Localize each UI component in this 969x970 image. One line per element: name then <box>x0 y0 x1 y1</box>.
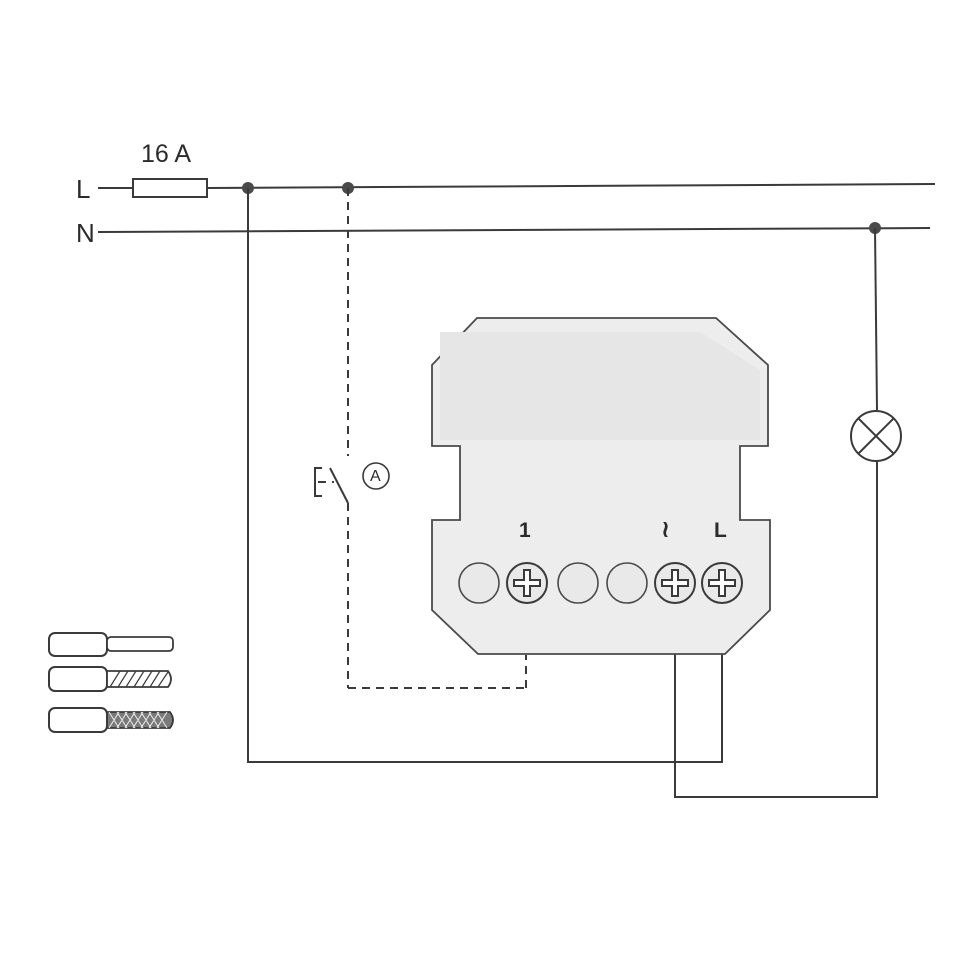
terminal-1-label: 1 <box>519 519 531 542</box>
fuse-rating-label: 16 A <box>141 140 192 168</box>
screw-terminal-1-icon <box>506 562 548 604</box>
screw-terminal-l-icon <box>701 562 743 604</box>
terminal-l-label: L <box>714 519 727 542</box>
pushbutton-marker-circle <box>362 462 390 490</box>
screw-terminal-dimmer-icon <box>654 562 696 604</box>
phase-line-label: L <box>76 174 91 204</box>
lamp-return-wire <box>674 461 878 798</box>
terminal-empty-3 <box>606 562 648 604</box>
phase-line <box>98 183 936 189</box>
stranded-wire-icon <box>48 666 172 692</box>
neutral-drop-wire <box>874 227 878 411</box>
terminal-empty-1 <box>458 562 500 604</box>
fine-stranded-wire-icon <box>48 707 174 733</box>
lamp-icon <box>850 410 902 462</box>
neutral-line-label: N <box>76 218 95 248</box>
solid-wire-icon <box>48 632 174 657</box>
neutral-line <box>97 227 931 233</box>
pushbutton-wire <box>347 188 527 689</box>
device-label-sticker-shade <box>440 332 760 440</box>
fuse-icon <box>132 178 208 198</box>
terminal-dimmer-label: ≀ <box>661 516 670 543</box>
phase-feed-wire <box>247 188 723 763</box>
pushbutton-icon <box>314 467 349 504</box>
pushbutton-marker-label: A <box>370 468 381 485</box>
terminal-empty-2 <box>557 562 599 604</box>
